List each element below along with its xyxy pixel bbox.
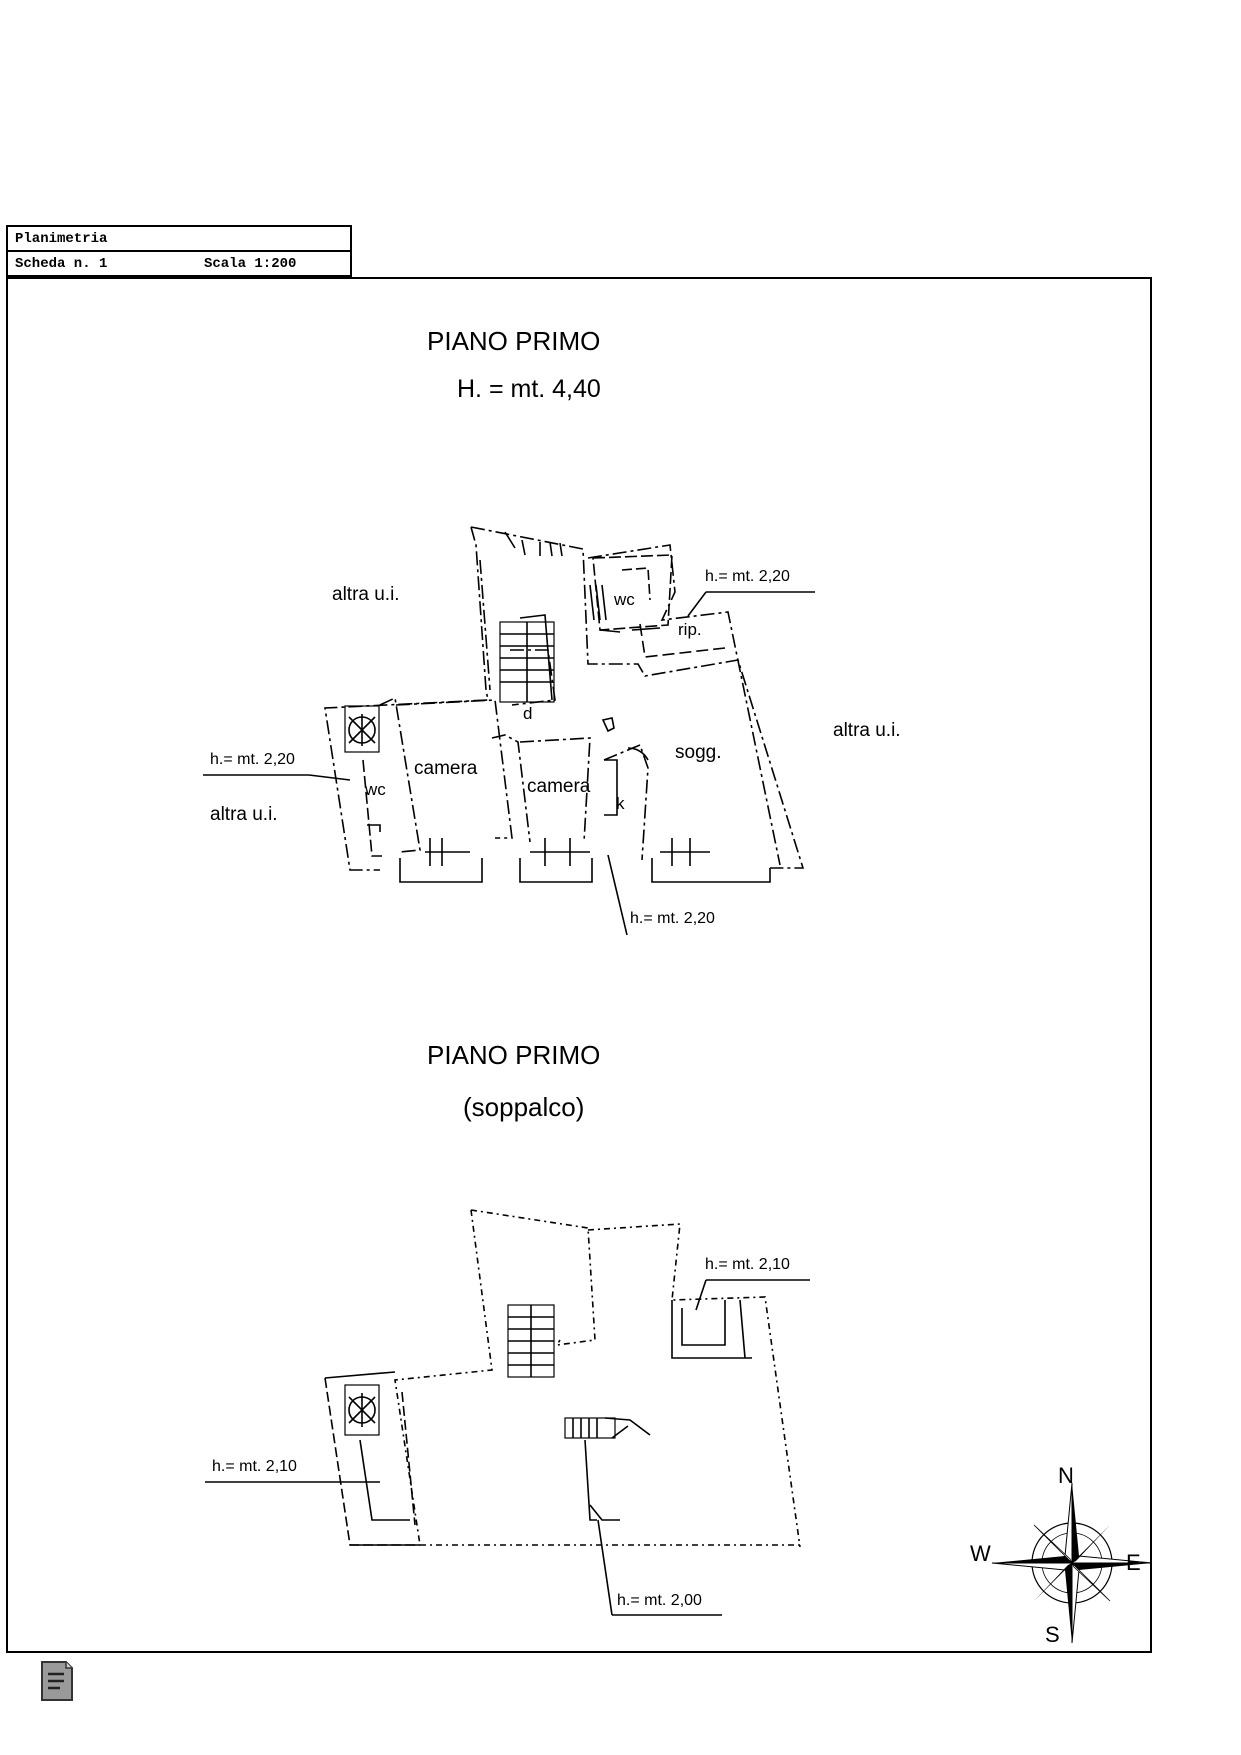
stair-mezzanine [507, 1304, 555, 1378]
title-block-title: Planimetria [15, 231, 108, 247]
mezzanine-height-note-left: h.= mt. 2,10 [212, 1458, 297, 1475]
room-label-camera-center: camera [527, 776, 591, 797]
compass-east-label: E [1126, 1550, 1141, 1575]
room-label-wc-left: wc [365, 780, 386, 799]
compass-south-label: S [1045, 1622, 1060, 1647]
spiral-stair-first-floor [344, 705, 380, 753]
room-label-wc-upper: wc [614, 590, 635, 609]
neighbour-label-right: altra u.i. [833, 720, 901, 741]
title-block-scale: Scala 1:200 [204, 256, 297, 272]
mezzanine-plan [205, 1209, 810, 1616]
drawing-frame [6, 277, 1152, 1653]
room-label-soggiorno: sogg. [675, 742, 722, 763]
mezzanine-height-note-upper-right: h.= mt. 2,10 [705, 1256, 790, 1273]
neighbour-label-bottom-left: altra u.i. [210, 804, 278, 825]
room-label-camera-left: camera [414, 758, 478, 779]
title-block: Planimetria Scheda n. 1 Scala 1:200 [6, 225, 352, 277]
height-note-bottom: h.= mt. 2,20 [630, 910, 715, 927]
neighbour-label-top-left: altra u.i. [332, 584, 400, 605]
room-label-d: d [523, 704, 533, 723]
document-icon[interactable] [40, 1660, 74, 1702]
height-note-upper-right: h.= mt. 2,20 [705, 568, 790, 585]
mezzanine-height-note-bottom: h.= mt. 2,00 [617, 1592, 702, 1609]
stair-first-floor [499, 621, 555, 703]
compass-north-label: N [1058, 1463, 1074, 1488]
title-block-sheet-number: Scheda n. 1 [15, 256, 108, 272]
mezzanine-subtitle: (soppalco) [463, 1092, 585, 1122]
compass-west-label: W [970, 1541, 991, 1566]
height-note-left: h.= mt. 2,20 [210, 751, 295, 768]
first-floor-height-label: H. = mt. 4,40 [457, 375, 601, 403]
room-label-k: k [616, 794, 625, 813]
first-floor-plan [203, 526, 815, 936]
mezzanine-title: PIANO PRIMO [427, 1040, 601, 1070]
first-floor-title: PIANO PRIMO [427, 326, 601, 356]
compass-rose-icon [991, 1482, 1153, 1644]
room-label-rip: rip. [678, 620, 702, 639]
spiral-stair-mezzanine [344, 1384, 380, 1436]
title-block-row-title: Planimetria [8, 227, 350, 252]
